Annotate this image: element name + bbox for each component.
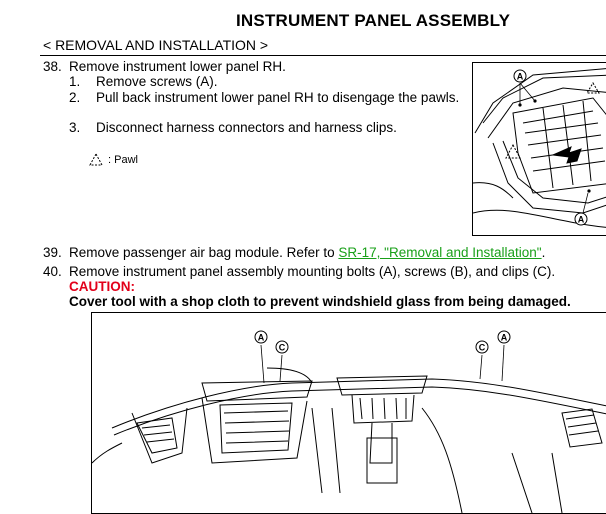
step-text: Remove instrument lower panel RH. — [69, 59, 286, 74]
substep-2: 2. Pull back instrument lower panel RH t… — [69, 90, 459, 106]
substep-text: Pull back instrument lower panel RH to d… — [96, 90, 460, 105]
pawl-triangle-icon — [89, 152, 103, 166]
step-40: 40. Remove instrument panel assembly mou… — [43, 264, 555, 280]
step-39: 39. Remove passenger air bag module. Ref… — [43, 245, 545, 261]
svg-text:A: A — [517, 72, 524, 82]
substep-number: 3. — [69, 120, 81, 135]
svg-text:C: C — [479, 343, 486, 353]
section-heading: < REMOVAL AND INSTALLATION > — [43, 37, 269, 53]
substep-text: Remove screws (A). — [96, 74, 218, 89]
callout-a: A — [497, 330, 511, 344]
svg-text:A: A — [578, 215, 585, 225]
step-number: 40. — [43, 264, 62, 279]
substep-number: 1. — [69, 74, 81, 89]
callout-c: C — [275, 340, 289, 354]
svg-text:C: C — [279, 343, 286, 353]
callout-a: A — [513, 69, 527, 83]
pawl-legend: : Pawl — [88, 152, 138, 168]
lower-panel-figure: A A — [472, 62, 606, 236]
instrument-panel-figure: A C C A — [91, 312, 606, 514]
substep-3: 3. Disconnect harness connectors and har… — [69, 120, 397, 136]
callout-a: A — [254, 330, 268, 344]
section-divider — [40, 55, 606, 56]
step-text: Remove passenger air bag module. Refer t… — [69, 245, 339, 260]
callout-c: C — [475, 340, 489, 354]
sr17-reference-link[interactable]: SR-17, "Removal and Installation" — [338, 245, 542, 260]
step-number: 38. — [43, 59, 62, 74]
caution-text: Cover tool with a shop cloth to prevent … — [69, 294, 571, 309]
page-title: INSTRUMENT PANEL ASSEMBLY — [236, 11, 511, 30]
step-text: Remove instrument panel assembly mountin… — [69, 264, 556, 279]
step-text-end: . — [541, 245, 546, 260]
substep-number: 2. — [69, 90, 81, 105]
svg-text:A: A — [501, 333, 508, 343]
svg-text:A: A — [258, 333, 265, 343]
substep-text: Disconnect harness connectors and harnes… — [96, 120, 397, 135]
callout-a: A — [574, 212, 588, 226]
legend-label: : Pawl — [108, 154, 138, 166]
step-number: 39. — [43, 245, 62, 260]
substep-1: 1. Remove screws (A). — [69, 74, 218, 90]
caution-label: CAUTION: — [69, 279, 135, 294]
